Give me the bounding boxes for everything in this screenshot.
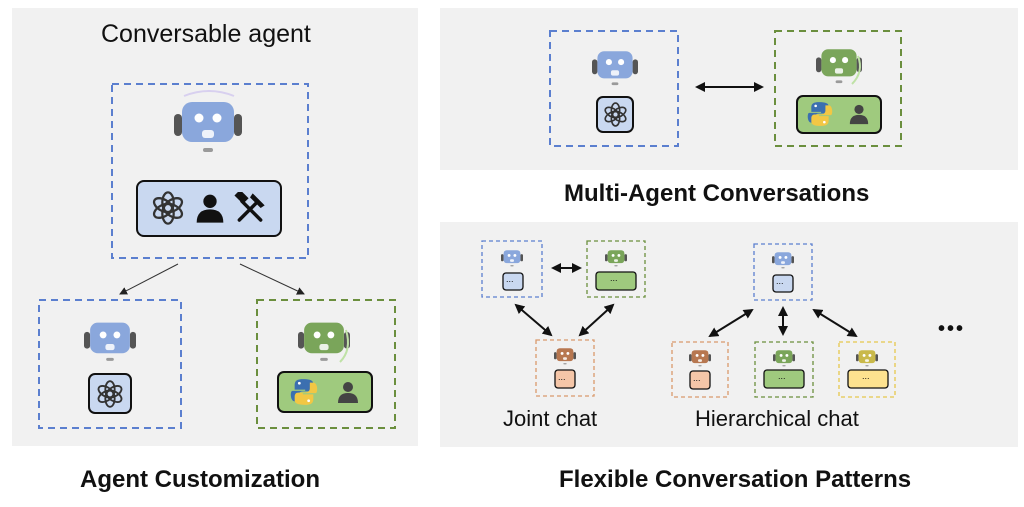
conversable-agent-frame: [111, 83, 309, 259]
box-text: ...: [506, 274, 514, 284]
robot-icon: [592, 51, 638, 86]
robot-icon: [816, 49, 862, 84]
joint-blue-frame: [481, 240, 543, 298]
hierarchical-chat-label: Hierarchical chat: [695, 406, 859, 431]
blue-agent-box-top: [596, 96, 634, 133]
joint-chat-label: Joint chat: [503, 406, 598, 431]
agent-customization-caption: Agent Customization: [80, 466, 320, 493]
arrow-to-blue-agent: [119, 263, 179, 295]
joint-arrow-left: [514, 303, 553, 337]
hier-arrow-right: [812, 308, 858, 338]
robot-icon: [501, 250, 523, 267]
hier-top-box: [772, 274, 794, 293]
joint-orange-frame: [535, 339, 595, 397]
robot-icon: [689, 350, 711, 367]
hier-top-frame: [753, 243, 813, 301]
joint-green-frame: [586, 240, 646, 298]
hier-arrow-left: [708, 308, 754, 338]
green-agent-frame: [256, 299, 396, 429]
patterns-caption: Flexible Conversation Patterns: [559, 466, 912, 493]
hier-green-box: [763, 369, 805, 389]
blue-agent-frame-top: [549, 30, 679, 147]
blue-agent-box: [88, 373, 132, 414]
hier-yellow-frame: [838, 341, 896, 398]
robot-icon: [605, 250, 627, 267]
arrow-to-green-agent: [239, 263, 305, 295]
blue-agent-frame: [38, 299, 182, 429]
hier-green-frame: [754, 341, 814, 398]
box-text: ...: [862, 371, 870, 381]
joint-orange-box: [554, 369, 576, 389]
box-text: ...: [610, 273, 618, 283]
robot-icon: [773, 350, 795, 367]
conversable-agent-title: Conversable agent: [101, 20, 311, 48]
joint-blue-box: [502, 272, 524, 291]
robot-icon: [554, 348, 576, 365]
hier-yellow-box: [847, 369, 889, 389]
robot-icon: [174, 102, 242, 152]
box-text: ...: [778, 371, 786, 381]
joint-green-box: [595, 271, 637, 291]
joint-arrow-right: [578, 303, 615, 337]
box-text: ...: [693, 373, 701, 383]
robot-icon: [298, 322, 350, 361]
hier-orange-box: [689, 370, 711, 390]
more-patterns-ellipsis: •••: [938, 318, 966, 340]
robot-icon: [856, 350, 878, 367]
hier-orange-frame: [671, 341, 729, 398]
robot-icon: [84, 322, 136, 361]
multi-agent-caption: Multi-Agent Conversations: [564, 180, 870, 207]
robot-icon: [772, 252, 794, 269]
box-text: ...: [776, 276, 784, 286]
box-text: ...: [558, 372, 566, 382]
green-agent-frame-top: [774, 30, 902, 147]
